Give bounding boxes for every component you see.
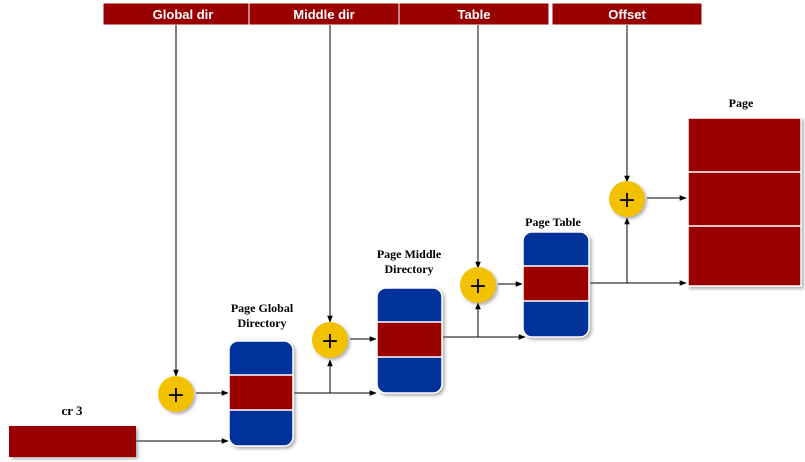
adder-1-circle (158, 376, 194, 412)
linear-address-bar: Global dir Middle dir Table Offset (102, 2, 703, 26)
page-title: Page (729, 96, 754, 110)
page-table: Page Table (522, 215, 590, 338)
pgd-title-line1: Page Global (231, 301, 294, 315)
field-table-label: Table (458, 7, 491, 22)
field-middle-dir-label: Middle dir (293, 7, 354, 22)
page-global-directory: Page Global Directory (228, 301, 294, 447)
adder-3: + (460, 267, 496, 303)
page-middle-directory: Page Middle Directory (376, 247, 443, 394)
pt-selected-entry (522, 265, 590, 302)
plus-icon: + (321, 329, 339, 354)
adder-2: + (312, 322, 348, 358)
field-offset-label: Offset (608, 7, 646, 22)
field-middle-dir: Middle dir (248, 2, 400, 26)
cr3-box (9, 426, 136, 457)
field-offset: Offset (551, 2, 703, 26)
field-global-dir: Global dir (102, 2, 250, 26)
adder-3-circle (460, 267, 496, 303)
pmd-title-line2: Directory (384, 262, 433, 276)
pgd-selected-entry (228, 374, 294, 411)
pt-title-line1: Page Table (525, 215, 581, 229)
adder-1: + (158, 376, 194, 412)
page-frame: Page (687, 96, 802, 287)
field-global-dir-label: Global dir (153, 7, 214, 22)
cr3-label: cr 3 (61, 403, 83, 418)
plus-icon: + (618, 188, 636, 213)
plus-icon: + (469, 274, 487, 299)
adder-4: + (609, 181, 645, 217)
adder-2-circle (312, 322, 348, 358)
cr3-register: cr 3 (9, 403, 136, 457)
pmd-selected-entry (376, 321, 443, 358)
pgd-title-line2: Directory (237, 316, 286, 330)
plus-icon: + (167, 383, 185, 408)
pmd-title-line1: Page Middle (377, 247, 442, 261)
adder-4-circle (609, 181, 645, 217)
page-box (687, 117, 802, 287)
field-table: Table (398, 2, 550, 26)
connector-lines (136, 25, 687, 444)
